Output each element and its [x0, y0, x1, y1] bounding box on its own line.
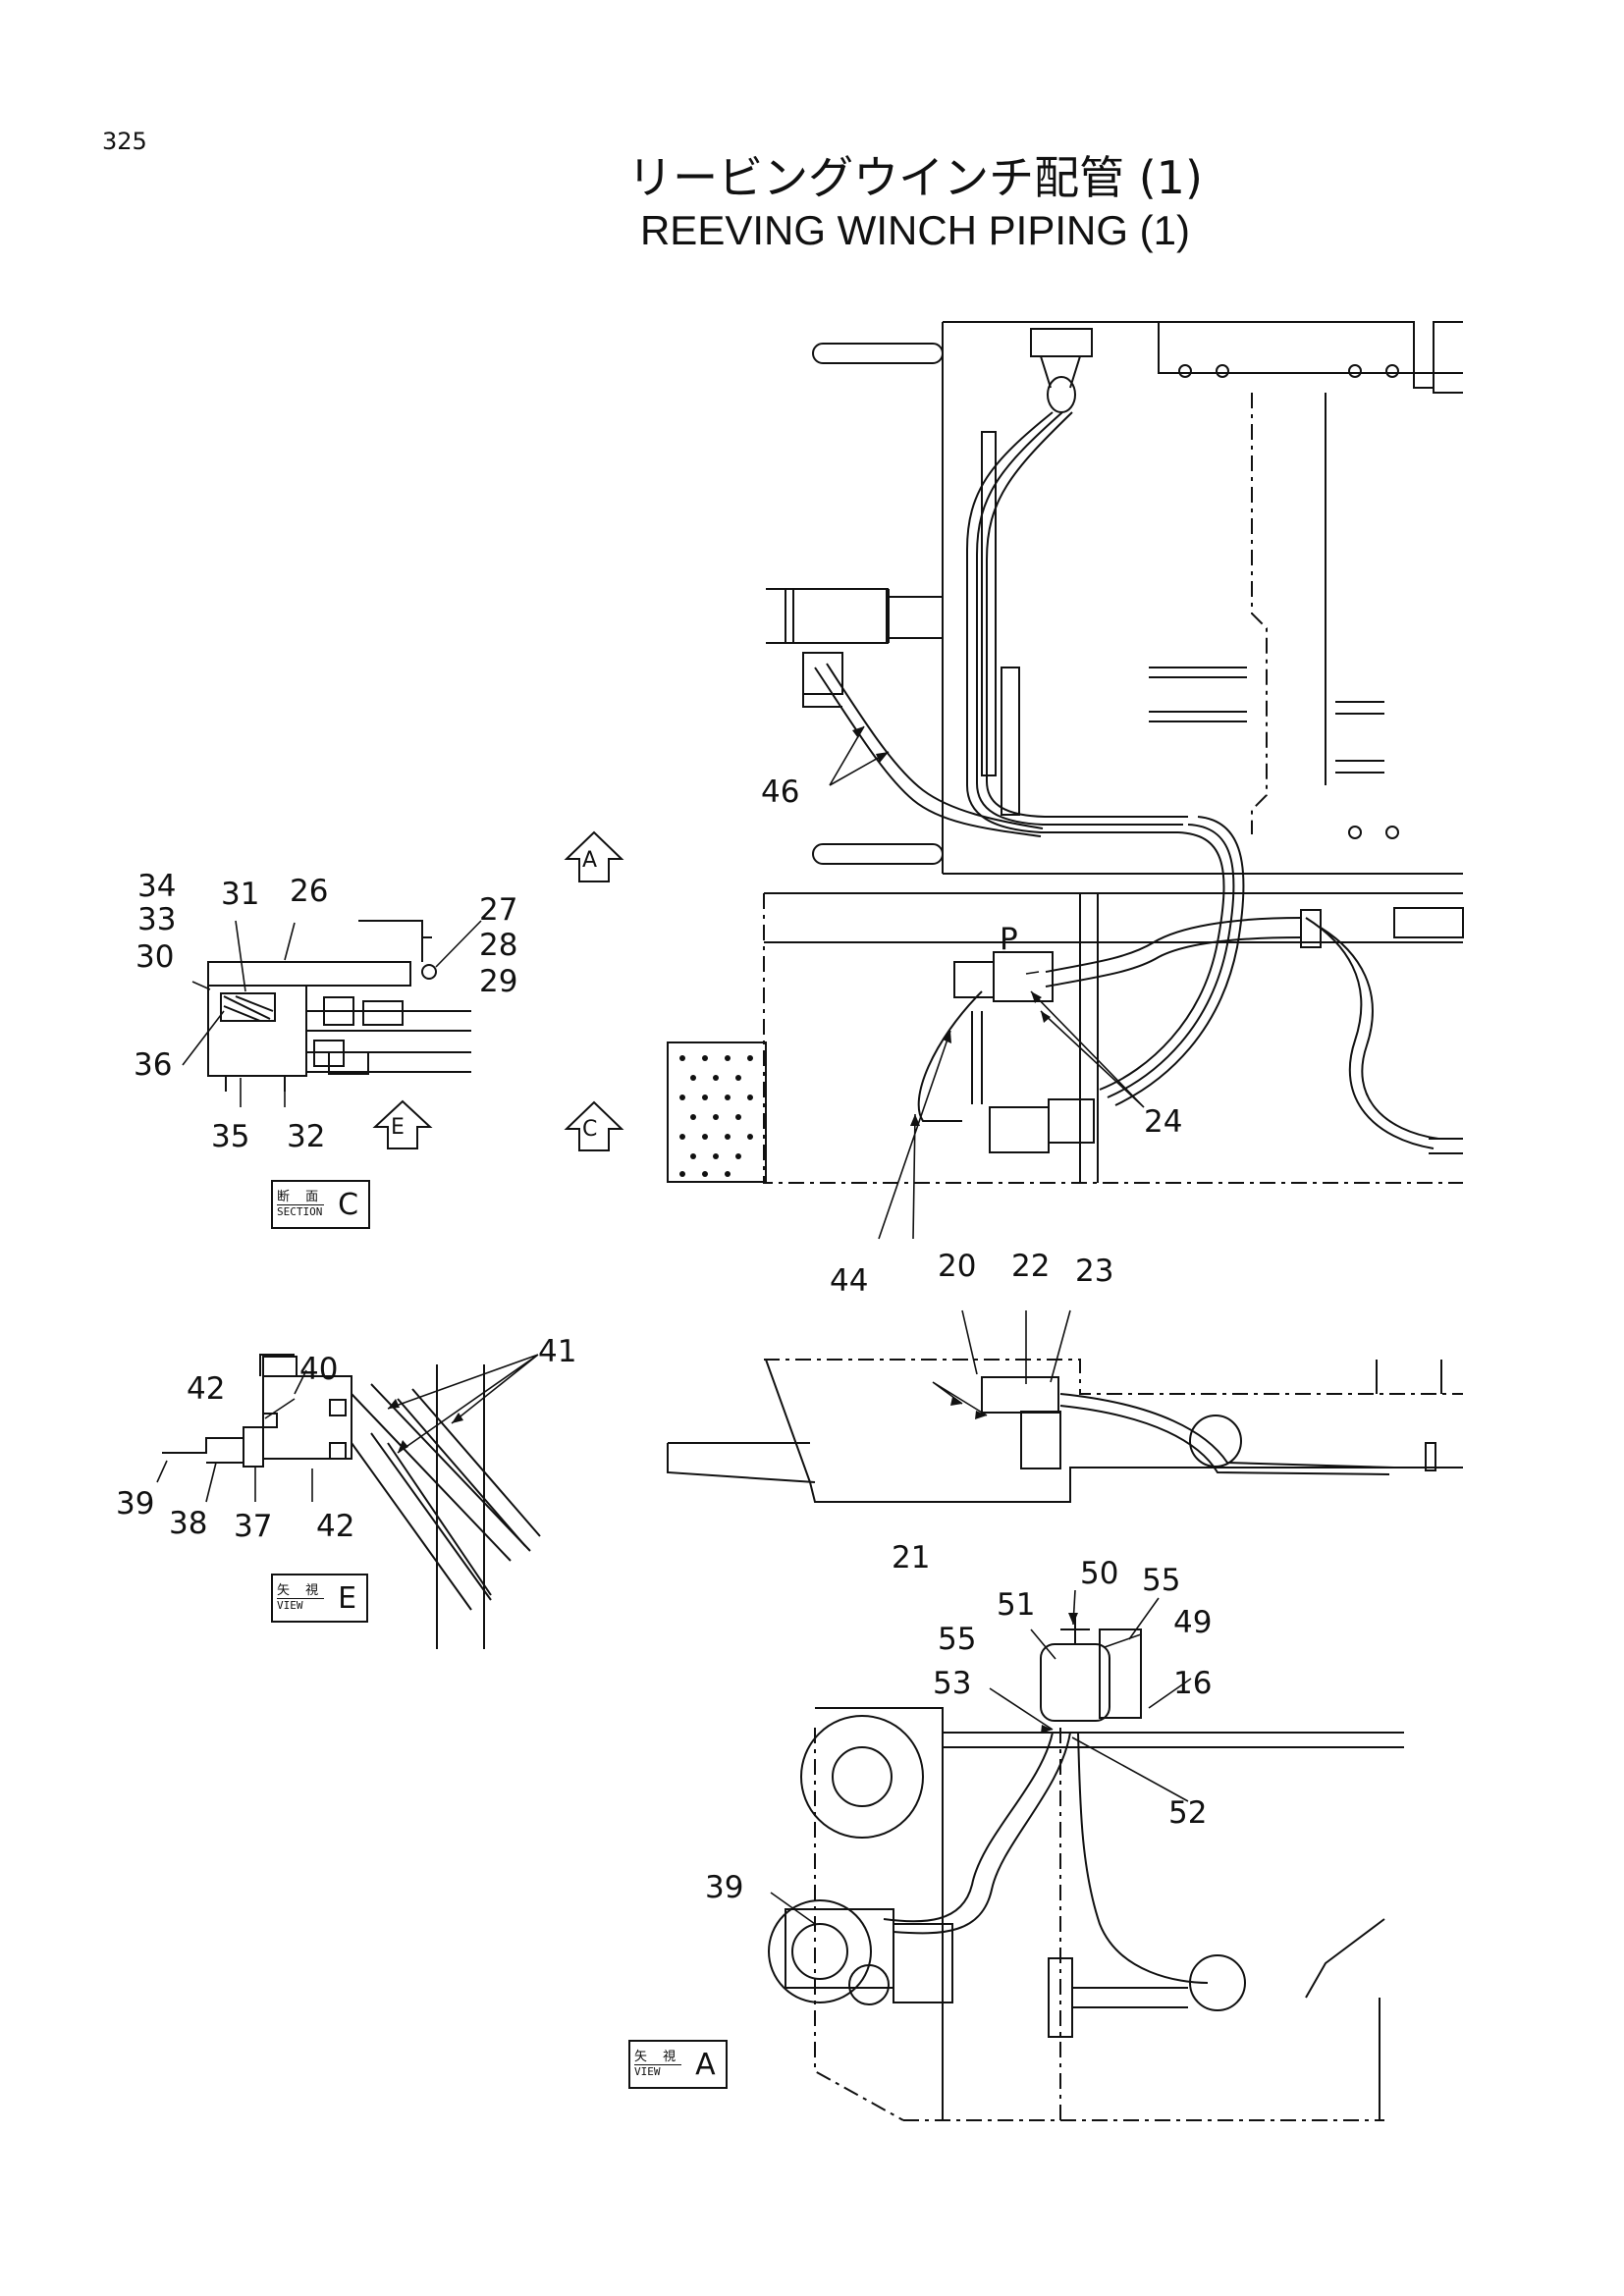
callout-30: 30: [135, 939, 175, 975]
callout-23: 23: [1075, 1254, 1114, 1289]
section-c-label-en: SECTION: [277, 1204, 325, 1219]
callout-51: 51: [997, 1587, 1036, 1623]
callout-46: 46: [761, 774, 800, 810]
view-a-label-jp: 矢 視: [634, 2049, 682, 2064]
title-english: REEVING WINCH PIPING (1): [639, 207, 1191, 253]
view-e-label: 矢 視 VIEW E: [271, 1574, 369, 1623]
callout-34: 34: [137, 869, 177, 904]
view-e-detail: [162, 1354, 541, 1649]
callout-20: 20: [938, 1249, 977, 1284]
callout-55-right: 55: [1142, 1563, 1181, 1598]
view-marker-e-letter: E: [391, 1115, 405, 1140]
callout-55-left: 55: [938, 1622, 977, 1657]
view-e-label-letter: E: [338, 1580, 357, 1616]
callout-24: 24: [1144, 1104, 1183, 1140]
callout-29: 29: [479, 964, 518, 999]
view-a-label-en: VIEW: [634, 2064, 682, 2078]
callout-44: 44: [830, 1263, 869, 1299]
callout-37: 37: [234, 1509, 273, 1544]
view-marker-a: [564, 830, 624, 882]
callout-53: 53: [933, 1666, 972, 1701]
view-marker-c: [564, 1100, 624, 1151]
section-c-detail: [207, 920, 471, 1149]
callout-32: 32: [287, 1119, 326, 1154]
page-number: 325: [102, 128, 147, 155]
callout-42-bottom: 42: [316, 1509, 355, 1544]
callout-41: 41: [538, 1334, 577, 1369]
callout-38: 38: [169, 1506, 208, 1541]
callout-39-view-e: 39: [116, 1486, 155, 1522]
upper-frame-assembly: [766, 321, 1463, 1106]
callout-52: 52: [1168, 1795, 1208, 1831]
callout-39-view-a: 39: [705, 1870, 744, 1905]
view-a-label: 矢 視 VIEW A: [628, 2040, 728, 2089]
perforation-dots: [679, 1055, 753, 1177]
title-japanese: リービングウインチ配管 (1): [627, 151, 1203, 204]
section-c-label-jp: 断 面: [277, 1189, 325, 1204]
callout-16: 16: [1173, 1666, 1213, 1701]
callout-33: 33: [137, 902, 177, 937]
view-a-assembly: [768, 1615, 1404, 2121]
lower-frame-assembly: [667, 892, 1464, 1184]
callout-28: 28: [479, 928, 518, 963]
view-a-label-letter: A: [695, 2047, 716, 2082]
callout-27: 27: [479, 892, 518, 928]
callout-26: 26: [290, 874, 329, 909]
callout-50: 50: [1080, 1556, 1119, 1591]
view-e-label-jp: 矢 視: [277, 1582, 325, 1598]
section-c-label: 断 面 SECTION C: [271, 1180, 371, 1229]
view-marker-a-letter: A: [582, 848, 598, 873]
callout-42-top: 42: [187, 1371, 226, 1407]
callout-p: P: [1000, 922, 1018, 957]
callout-49: 49: [1173, 1605, 1213, 1640]
view-e-label-en: VIEW: [277, 1598, 325, 1612]
leader-lines: [156, 725, 1192, 1925]
callout-36: 36: [134, 1047, 173, 1083]
section-c-label-letter: C: [338, 1187, 359, 1222]
callout-35: 35: [211, 1119, 250, 1154]
callout-40: 40: [299, 1352, 339, 1387]
view-marker-c-letter: C: [582, 1117, 598, 1142]
middle-frame-assembly: [667, 1359, 1463, 1503]
leader-arrowheads: [388, 726, 1078, 1734]
callout-31: 31: [221, 877, 260, 912]
callout-21: 21: [892, 1540, 931, 1575]
callout-22: 22: [1011, 1249, 1051, 1284]
